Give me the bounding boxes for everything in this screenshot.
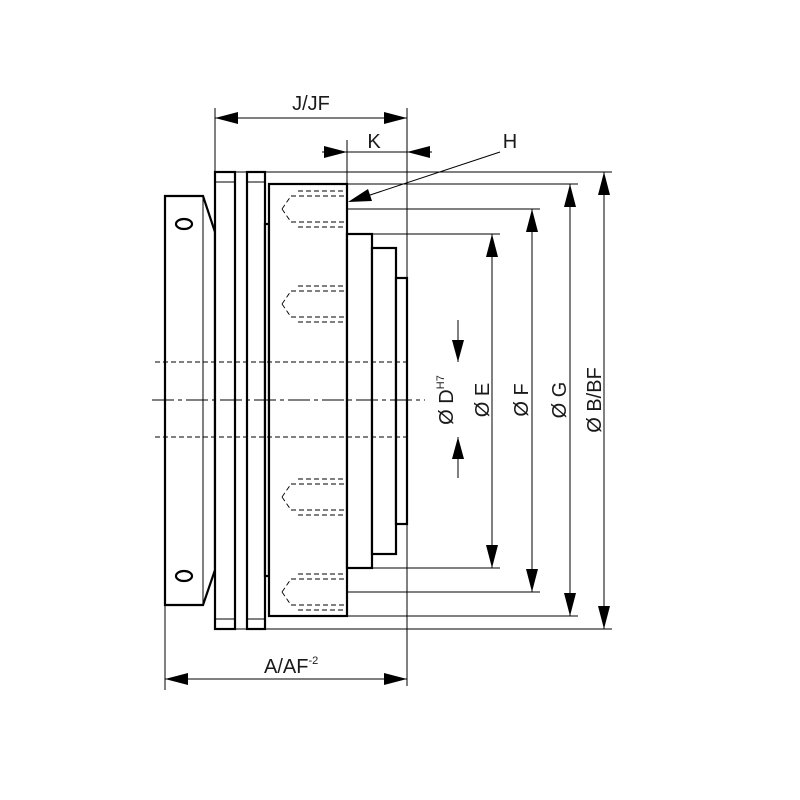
dimension-a-af: A/AF-2: [165, 655, 407, 685]
dimension-d: Ø DH7: [435, 320, 464, 478]
flange-part: [152, 170, 425, 631]
dimension-f: Ø F: [511, 209, 538, 592]
hub-step-3: [394, 276, 409, 526]
label-e: Ø E: [472, 383, 494, 417]
label-h: H: [503, 131, 517, 153]
leader-h: H: [348, 131, 517, 202]
dimension-k: K: [322, 131, 432, 158]
threaded-hole-3: [281, 478, 347, 516]
label-k: K: [367, 131, 381, 153]
hub-step-1: [345, 232, 374, 570]
dimension-b-bf: Ø B/BF: [584, 172, 610, 629]
label-a-af: A/AF-2: [264, 655, 318, 678]
label-d: Ø DH7: [435, 375, 458, 425]
dimension-g: Ø G: [549, 184, 576, 616]
mounting-hole-bottom: [174, 569, 194, 583]
mounting-hole-top: [174, 217, 194, 231]
threaded-hole-2: [281, 285, 347, 323]
label-g: Ø G: [549, 382, 571, 419]
threaded-hole-1: [281, 190, 347, 228]
label-a-af-superscript: -2: [308, 655, 318, 667]
label-j-jf: J/JF: [292, 93, 330, 115]
dimension-e: Ø E: [472, 234, 498, 568]
threaded-hole-4: [281, 573, 347, 611]
label-f: Ø F: [511, 383, 533, 416]
dimension-j-jf: J/JF: [215, 93, 407, 124]
label-b-bf: Ø B/BF: [584, 367, 606, 433]
label-d-superscript: H7: [435, 375, 447, 389]
extension-lines: [164, 108, 612, 690]
hub-step-2: [370, 246, 398, 556]
